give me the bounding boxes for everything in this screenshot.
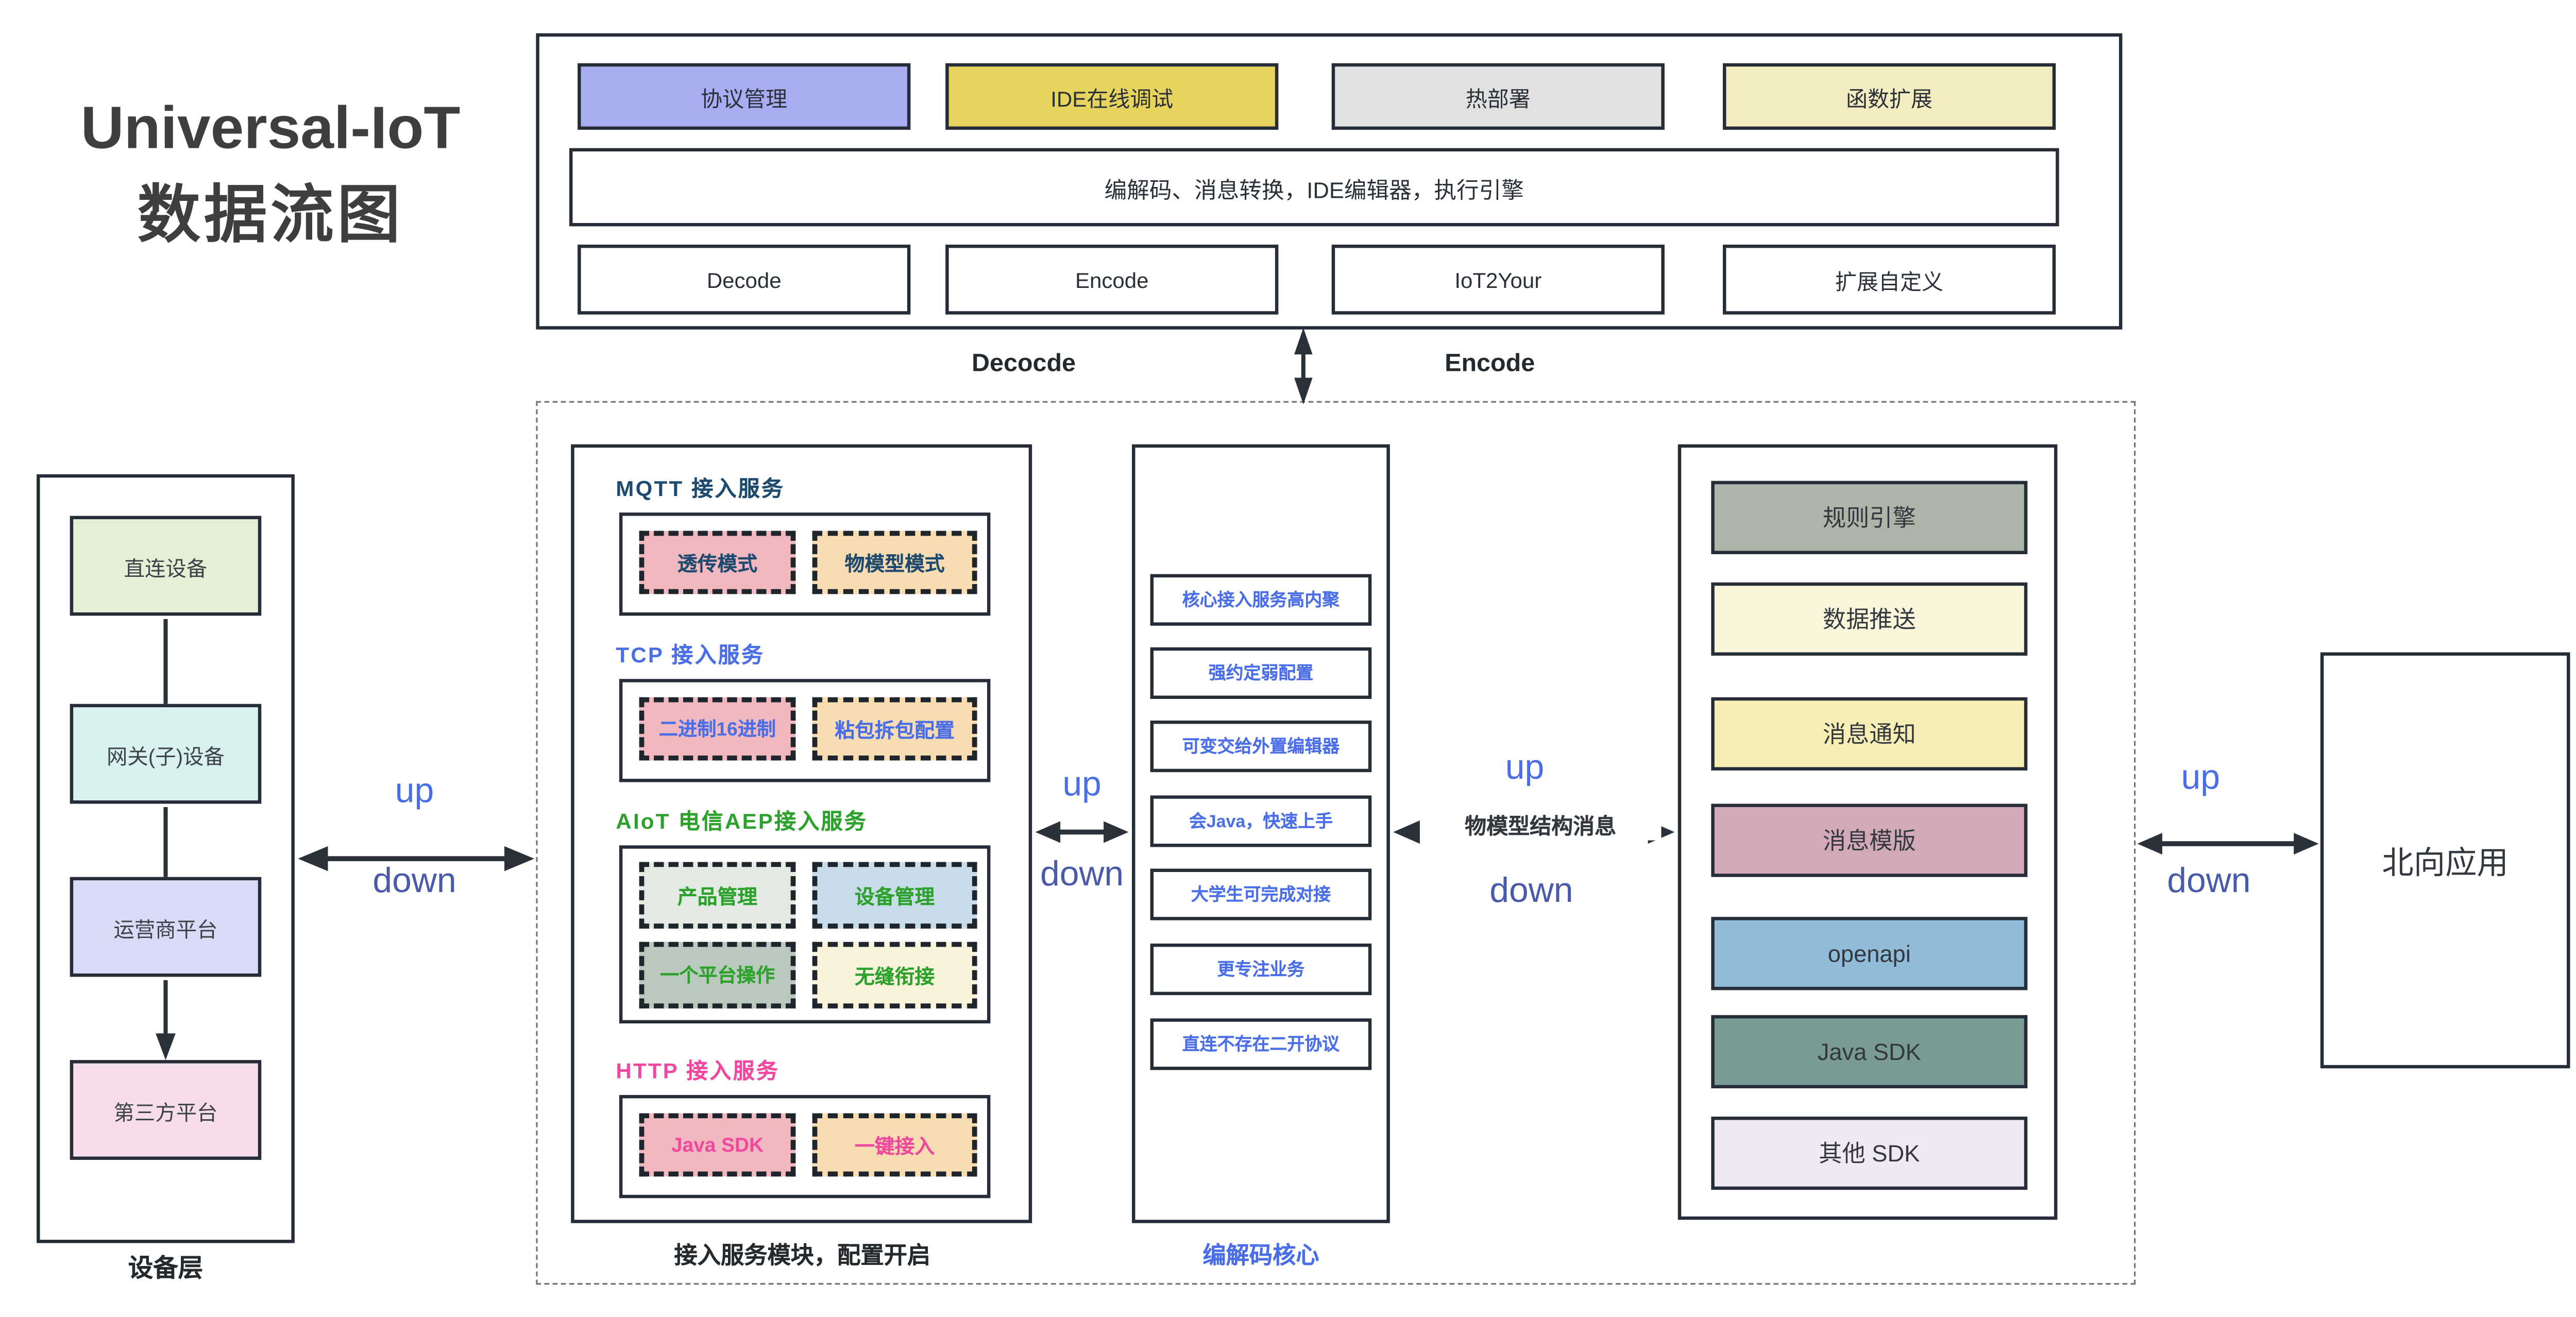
sdk-item-other-sdk: 其他 SDK — [1711, 1116, 2028, 1190]
tcp-group: 二进制16进制 粘包拆包配置 — [619, 679, 991, 782]
engine-bar: 编解码、消息转换，IDE编辑器，执行引擎 — [569, 148, 2059, 227]
item-device-management: 设备管理 — [812, 862, 977, 929]
codec-item-know-java: 会Java，快速上手 — [1150, 795, 1372, 847]
codec-core-caption: 编解码核心 — [1202, 1241, 1319, 1268]
aiot-group: 产品管理 设备管理 一个平台操作 无缝衔接 — [619, 845, 991, 1024]
io-box-iot2your: IoT2Your — [1331, 244, 1665, 315]
heading-http-access: HTTP 接入服务 — [616, 1058, 780, 1084]
item-product-management: 产品管理 — [639, 862, 796, 929]
sdk-item-openapi: openapi — [1711, 917, 2028, 990]
item-binary-hex: 二进制16进制 — [639, 697, 796, 761]
http-group: Java SDK 一键接入 — [619, 1094, 991, 1199]
btn-function-extension: 函数扩展 — [1722, 63, 2056, 130]
io-box-encode: Encode — [945, 244, 1279, 315]
sdk-panel-box: 规则引擎 数据推送 消息通知 消息模版 openapi Java SDK 其他 … — [1677, 444, 2058, 1220]
device-layer-caption: 设备层 — [128, 1255, 204, 1284]
label-up-sdk-northbound: up — [2181, 759, 2220, 797]
item-java-sdk: Java SDK — [639, 1113, 796, 1177]
item-one-platform-operation: 一个平台操作 — [639, 942, 796, 1008]
heading-aiot-aep-access: AIoT 电信AEP接入服务 — [616, 809, 868, 834]
platform-dashed-container — [536, 401, 2136, 1285]
node-direct-device: 直连设备 — [70, 516, 262, 616]
codec-core-box: 核心接入服务高内聚 强约定弱配置 可变交给外置编辑器 会Java，快速上手 大学… — [1132, 444, 1390, 1223]
label-up-access-codec: up — [1062, 765, 1101, 804]
item-passthrough-mode: 透传模式 — [639, 531, 796, 594]
btn-hot-deploy: 热部署 — [1331, 63, 1665, 130]
io-box-extend-custom: 扩展自定义 — [1722, 244, 2056, 315]
codec-engine-panel: 协议管理 IDE在线调试 热部署 函数扩展 编解码、消息转换，IDE编辑器，执行… — [536, 33, 2123, 330]
access-module-caption: 接入服务模块，配置开启 — [674, 1241, 931, 1268]
btn-ide-online-debug: IDE在线调试 — [945, 63, 1279, 130]
label-encode: Encode — [1445, 349, 1535, 378]
node-third-party-platform: 第三方平台 — [70, 1060, 262, 1160]
northbound-app-box: 北向应用 — [2320, 652, 2570, 1069]
sdk-item-data-push: 数据推送 — [1711, 582, 2028, 656]
title-line-1: Universal-IoT — [80, 93, 461, 162]
item-seamless-connection: 无缝衔接 — [812, 942, 977, 1008]
item-one-click-access: 一键接入 — [812, 1113, 977, 1177]
codec-item-high-cohesion: 核心接入服务高内聚 — [1150, 574, 1372, 626]
sdk-item-java-sdk: Java SDK — [1711, 1015, 2028, 1089]
label-down-sdk-northbound: down — [2167, 862, 2251, 900]
sdk-item-message-notify: 消息通知 — [1711, 697, 2028, 771]
title-line-2: 数据流图 — [137, 181, 404, 251]
mqtt-group: 透传模式 物模型模式 — [619, 512, 991, 616]
label-down-codec-sdk: down — [1489, 871, 1573, 911]
codec-item-focus-business: 更专注业务 — [1150, 943, 1372, 996]
io-box-decode: Decode — [578, 244, 911, 315]
node-gateway-sub-device: 网关(子)设备 — [70, 704, 262, 804]
item-thing-model-mode: 物模型模式 — [812, 531, 977, 594]
codec-item-student-can-integrate: 大学生可完成对接 — [1150, 868, 1372, 920]
node-carrier-platform: 运营商平台 — [70, 877, 262, 977]
page-title: Universal-IoT 数据流图 — [42, 92, 499, 255]
label-up-codec-sdk: up — [1505, 748, 1545, 788]
device-layer-box: 直连设备 网关(子)设备 运营商平台 第三方平台 — [37, 474, 295, 1243]
codec-item-strong-convention: 强约定弱配置 — [1150, 647, 1372, 699]
heading-tcp-access: TCP 接入服务 — [616, 642, 765, 668]
label-thing-model-message: 物模型结构消息 — [1419, 812, 1662, 841]
northbound-app-label: 北向应用 — [2382, 846, 2509, 881]
top-vertical-double-arrow — [1294, 328, 1313, 405]
sdk-item-rule-engine: 规则引擎 — [1711, 481, 2028, 554]
label-down-access-codec: down — [1040, 855, 1124, 894]
codec-item-external-editor: 可变交给外置编辑器 — [1150, 720, 1372, 773]
sdk-item-message-template: 消息模版 — [1711, 803, 2028, 877]
access-module-box: MQTT 接入服务 透传模式 物模型模式 TCP 接入服务 二进制16进制 粘包… — [571, 444, 1032, 1223]
label-down-device-access: down — [372, 862, 456, 900]
label-decocde: Decocde — [971, 349, 1076, 378]
label-up-device-access: up — [395, 772, 434, 811]
btn-protocol-management: 协议管理 — [578, 63, 911, 130]
codec-item-no-secondary-protocol: 直连不存在二开协议 — [1150, 1018, 1372, 1070]
heading-mqtt-access: MQTT 接入服务 — [616, 476, 785, 501]
sdk-to-northbound-double-arrow — [2137, 833, 2319, 855]
item-packet-split-config: 粘包拆包配置 — [812, 697, 977, 761]
